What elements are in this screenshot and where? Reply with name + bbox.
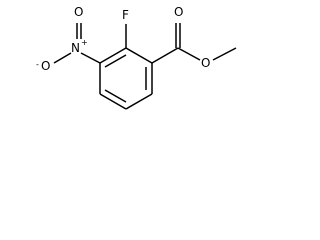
- molecule-structure: F N + O - O O O: [36, 5, 237, 110]
- nitro-oxygen-bottom-label: O: [41, 59, 50, 73]
- ring-bond-c5-c6: [125, 93, 153, 110]
- fluorine-atom-label: F: [122, 8, 129, 22]
- bond-c1-carbonyl-carbon: [151, 47, 179, 64]
- nitro-plus-charge: +: [81, 38, 88, 47]
- ring-bond-c2-c3: [99, 47, 127, 64]
- bond-nitrogen-oxygen-bottom: [53, 52, 72, 64]
- ring-double-bond-c2-c3: [104, 54, 127, 68]
- bond-c3-nitrogen: [80, 52, 101, 64]
- nitro-minus-charge: -: [36, 60, 39, 69]
- ester-oxygen-label: O: [201, 56, 210, 70]
- ring-double-bond-c4-c5: [104, 89, 127, 103]
- nitro-nitrogen-label: N: [71, 41, 80, 55]
- carbonyl-oxygen-label: O: [174, 5, 183, 19]
- ring-bond-c1-c2: [125, 47, 153, 64]
- ring-bond-c4-c5: [99, 93, 127, 110]
- bond-ester-oxygen-methyl: [212, 47, 237, 61]
- nitro-oxygen-top-label: O: [74, 5, 83, 19]
- bond-carbonyl-ester-oxygen: [177, 47, 201, 61]
